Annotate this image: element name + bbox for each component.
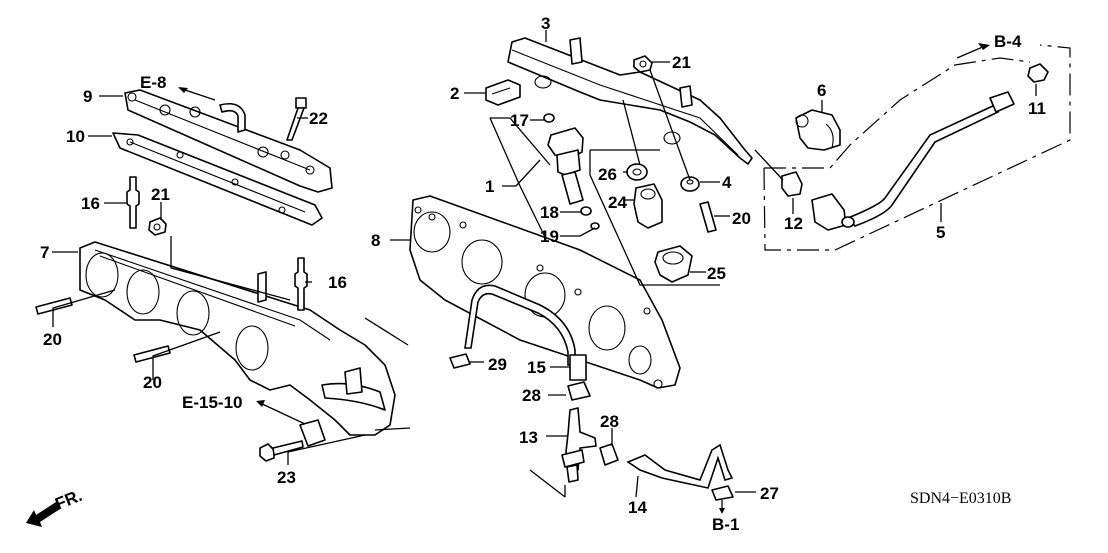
seal-ring-26 <box>626 163 648 181</box>
callout-19[interactable]: 19 <box>540 227 559 246</box>
clamp-28-upper <box>567 381 591 401</box>
callout-21-center[interactable]: 21 <box>672 53 691 72</box>
callout-6[interactable]: 6 <box>817 81 826 100</box>
fuel-rail-3 <box>507 37 753 165</box>
callout-3[interactable]: 3 <box>541 14 550 33</box>
arrow-e8 <box>178 87 188 93</box>
cushion-21-center <box>633 55 653 73</box>
clip-12 <box>781 171 803 197</box>
clip-29 <box>449 353 471 369</box>
diagram-code: SDN4−E0310B <box>910 490 1011 507</box>
bolt-22 <box>286 97 307 141</box>
callout-20-center[interactable]: 20 <box>732 209 751 228</box>
clip-2 <box>485 79 521 106</box>
intake-manifold-7 <box>79 241 396 447</box>
callout-labels: 9 10 22 16 21 7 16 20 20 23 3 2 17 1 18 … <box>40 14 1046 517</box>
front-label: FR. <box>52 486 85 514</box>
cushion-4 <box>680 176 700 192</box>
fuel-rail-left <box>124 89 333 193</box>
callout-20-left-a[interactable]: 20 <box>43 330 62 349</box>
nut-21-left <box>148 217 167 236</box>
arrow-e15-10 <box>256 400 265 407</box>
callout-23[interactable]: 23 <box>277 468 296 487</box>
stud-20-center <box>699 201 717 233</box>
cover-6 <box>795 109 841 151</box>
callout-5[interactable]: 5 <box>936 223 945 242</box>
callout-21-left[interactable]: 21 <box>151 185 170 204</box>
callout-7[interactable]: 7 <box>40 243 49 262</box>
callout-15[interactable]: 15 <box>527 358 546 377</box>
callout-13[interactable]: 13 <box>519 428 538 447</box>
leaders-center <box>390 30 756 512</box>
callout-25[interactable]: 25 <box>707 264 726 283</box>
clamp-28-lower <box>599 443 619 466</box>
clip-11 <box>1027 63 1049 83</box>
bolt-23 <box>259 440 304 462</box>
stud-bolt-16-lower <box>294 257 308 311</box>
front-arrow-icon <box>26 502 60 527</box>
ref-e15-10[interactable]: E-15-10 <box>182 393 242 412</box>
callout-16-upper[interactable]: 16 <box>81 194 100 213</box>
callout-11[interactable]: 11 <box>1028 99 1046 118</box>
stud-20-left-b <box>133 345 171 363</box>
callout-4[interactable]: 4 <box>722 173 732 192</box>
hose-15 <box>464 284 587 381</box>
leaders-right <box>754 44 1071 251</box>
callout-22[interactable]: 22 <box>309 109 328 128</box>
ref-b4[interactable]: B-4 <box>994 32 1022 51</box>
rail-gasket-10 <box>112 132 323 226</box>
ref-b1[interactable]: B-1 <box>712 515 739 534</box>
regulator-24 <box>633 183 663 229</box>
callout-24[interactable]: 24 <box>608 193 627 212</box>
callout-16-lower[interactable]: 16 <box>328 273 347 292</box>
callout-29[interactable]: 29 <box>488 355 507 374</box>
callout-8[interactable]: 8 <box>371 231 380 250</box>
callout-10[interactable]: 10 <box>66 127 85 146</box>
callout-14[interactable]: 14 <box>628 498 647 517</box>
callout-27[interactable]: 27 <box>760 484 779 503</box>
callout-12[interactable]: 12 <box>784 214 803 233</box>
holder-25 <box>654 245 693 283</box>
callout-28-lower[interactable]: 28 <box>600 412 619 431</box>
clip-27 <box>711 485 734 501</box>
stud-bolt-16-upper <box>126 176 140 229</box>
arrow-b4 <box>978 43 990 50</box>
stud-20-left-a <box>35 297 73 315</box>
callout-17[interactable]: 17 <box>510 111 529 130</box>
arrow-b1 <box>719 508 725 514</box>
feed-hose-5 <box>811 91 1015 231</box>
callout-26[interactable]: 26 <box>598 165 617 184</box>
callout-2[interactable]: 2 <box>450 84 459 103</box>
callout-1[interactable]: 1 <box>485 177 494 196</box>
joint-13 <box>561 407 597 483</box>
injector-1 <box>543 113 600 230</box>
hose-14 <box>626 443 734 489</box>
leaders-left <box>52 89 411 465</box>
callout-28-upper[interactable]: 28 <box>522 386 541 405</box>
callout-18[interactable]: 18 <box>540 203 559 222</box>
intake-gasket-8 <box>409 195 681 389</box>
callout-20-left-b[interactable]: 20 <box>143 373 162 392</box>
callout-9[interactable]: 9 <box>83 87 92 106</box>
ref-e8[interactable]: E-8 <box>140 73 166 92</box>
